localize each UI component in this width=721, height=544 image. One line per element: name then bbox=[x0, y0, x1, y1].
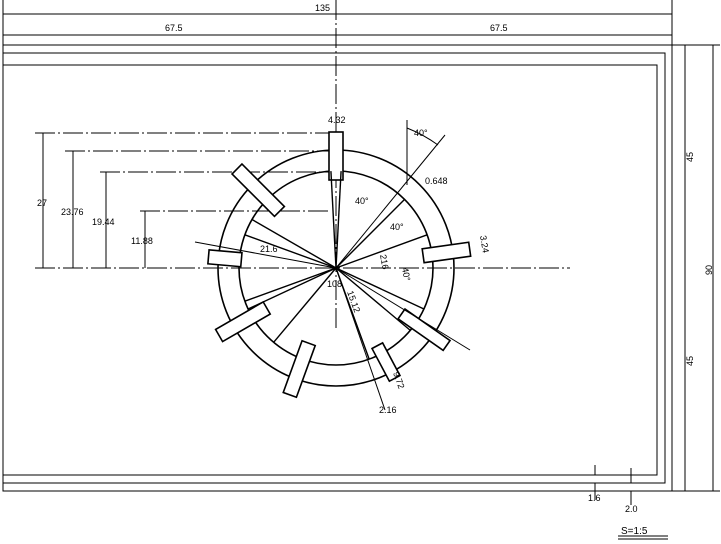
angle-guide bbox=[335, 134, 446, 269]
dim-21-6: 21.6 bbox=[260, 244, 278, 254]
dim-27: 27 bbox=[37, 198, 47, 208]
tooth bbox=[207, 249, 243, 268]
dim-67-5-left: 67.5 bbox=[165, 23, 183, 33]
dim-216: 216 bbox=[378, 254, 390, 271]
dim-1-6: 1.6 bbox=[588, 493, 601, 503]
dim-45-bottom: 45 bbox=[685, 356, 695, 366]
tooth bbox=[282, 339, 317, 399]
scale-label: S=1:5 bbox=[621, 526, 648, 537]
spoke bbox=[335, 267, 425, 310]
spoke bbox=[330, 171, 337, 269]
inner-border bbox=[2, 64, 658, 476]
dim-4-32: 4.32 bbox=[328, 115, 346, 125]
gear-emblem bbox=[207, 131, 472, 399]
spoke bbox=[335, 267, 411, 331]
spoke bbox=[251, 218, 337, 269]
tooth bbox=[370, 341, 402, 383]
spoke bbox=[335, 171, 342, 269]
dim-19-44: 19.44 bbox=[92, 217, 115, 227]
dim-0-648: 0.648 bbox=[425, 176, 448, 186]
dim-108: 108 bbox=[327, 279, 342, 289]
tooth bbox=[421, 241, 472, 264]
tooth bbox=[230, 162, 286, 218]
angle-1: 40° bbox=[355, 196, 369, 206]
dim-135: 135 bbox=[315, 3, 330, 13]
angle-2: 40° bbox=[390, 222, 404, 232]
dim-45-top: 45 bbox=[685, 152, 695, 162]
dim-11-88: 11.88 bbox=[131, 236, 153, 246]
dim-90: 90 bbox=[704, 265, 714, 275]
spoke bbox=[335, 198, 406, 269]
dim-9-72: 9.72 bbox=[391, 370, 406, 390]
tooth bbox=[214, 300, 272, 343]
angle-top: 40° bbox=[414, 128, 428, 138]
dim-2-16: 2.16 bbox=[379, 405, 397, 415]
dim-2-0: 2.0 bbox=[625, 504, 638, 514]
dim-23-76: 23.76 bbox=[61, 207, 84, 217]
spoke bbox=[247, 267, 337, 310]
spoke bbox=[273, 267, 337, 343]
dim-3-24: 3.24 bbox=[478, 235, 491, 254]
tooth bbox=[396, 307, 452, 352]
tooth bbox=[328, 131, 344, 181]
dim-67-5-right: 67.5 bbox=[490, 23, 508, 33]
spoke bbox=[244, 234, 337, 269]
angle-3: 40° bbox=[400, 267, 412, 283]
spoke bbox=[335, 234, 428, 269]
spoke bbox=[244, 267, 337, 302]
